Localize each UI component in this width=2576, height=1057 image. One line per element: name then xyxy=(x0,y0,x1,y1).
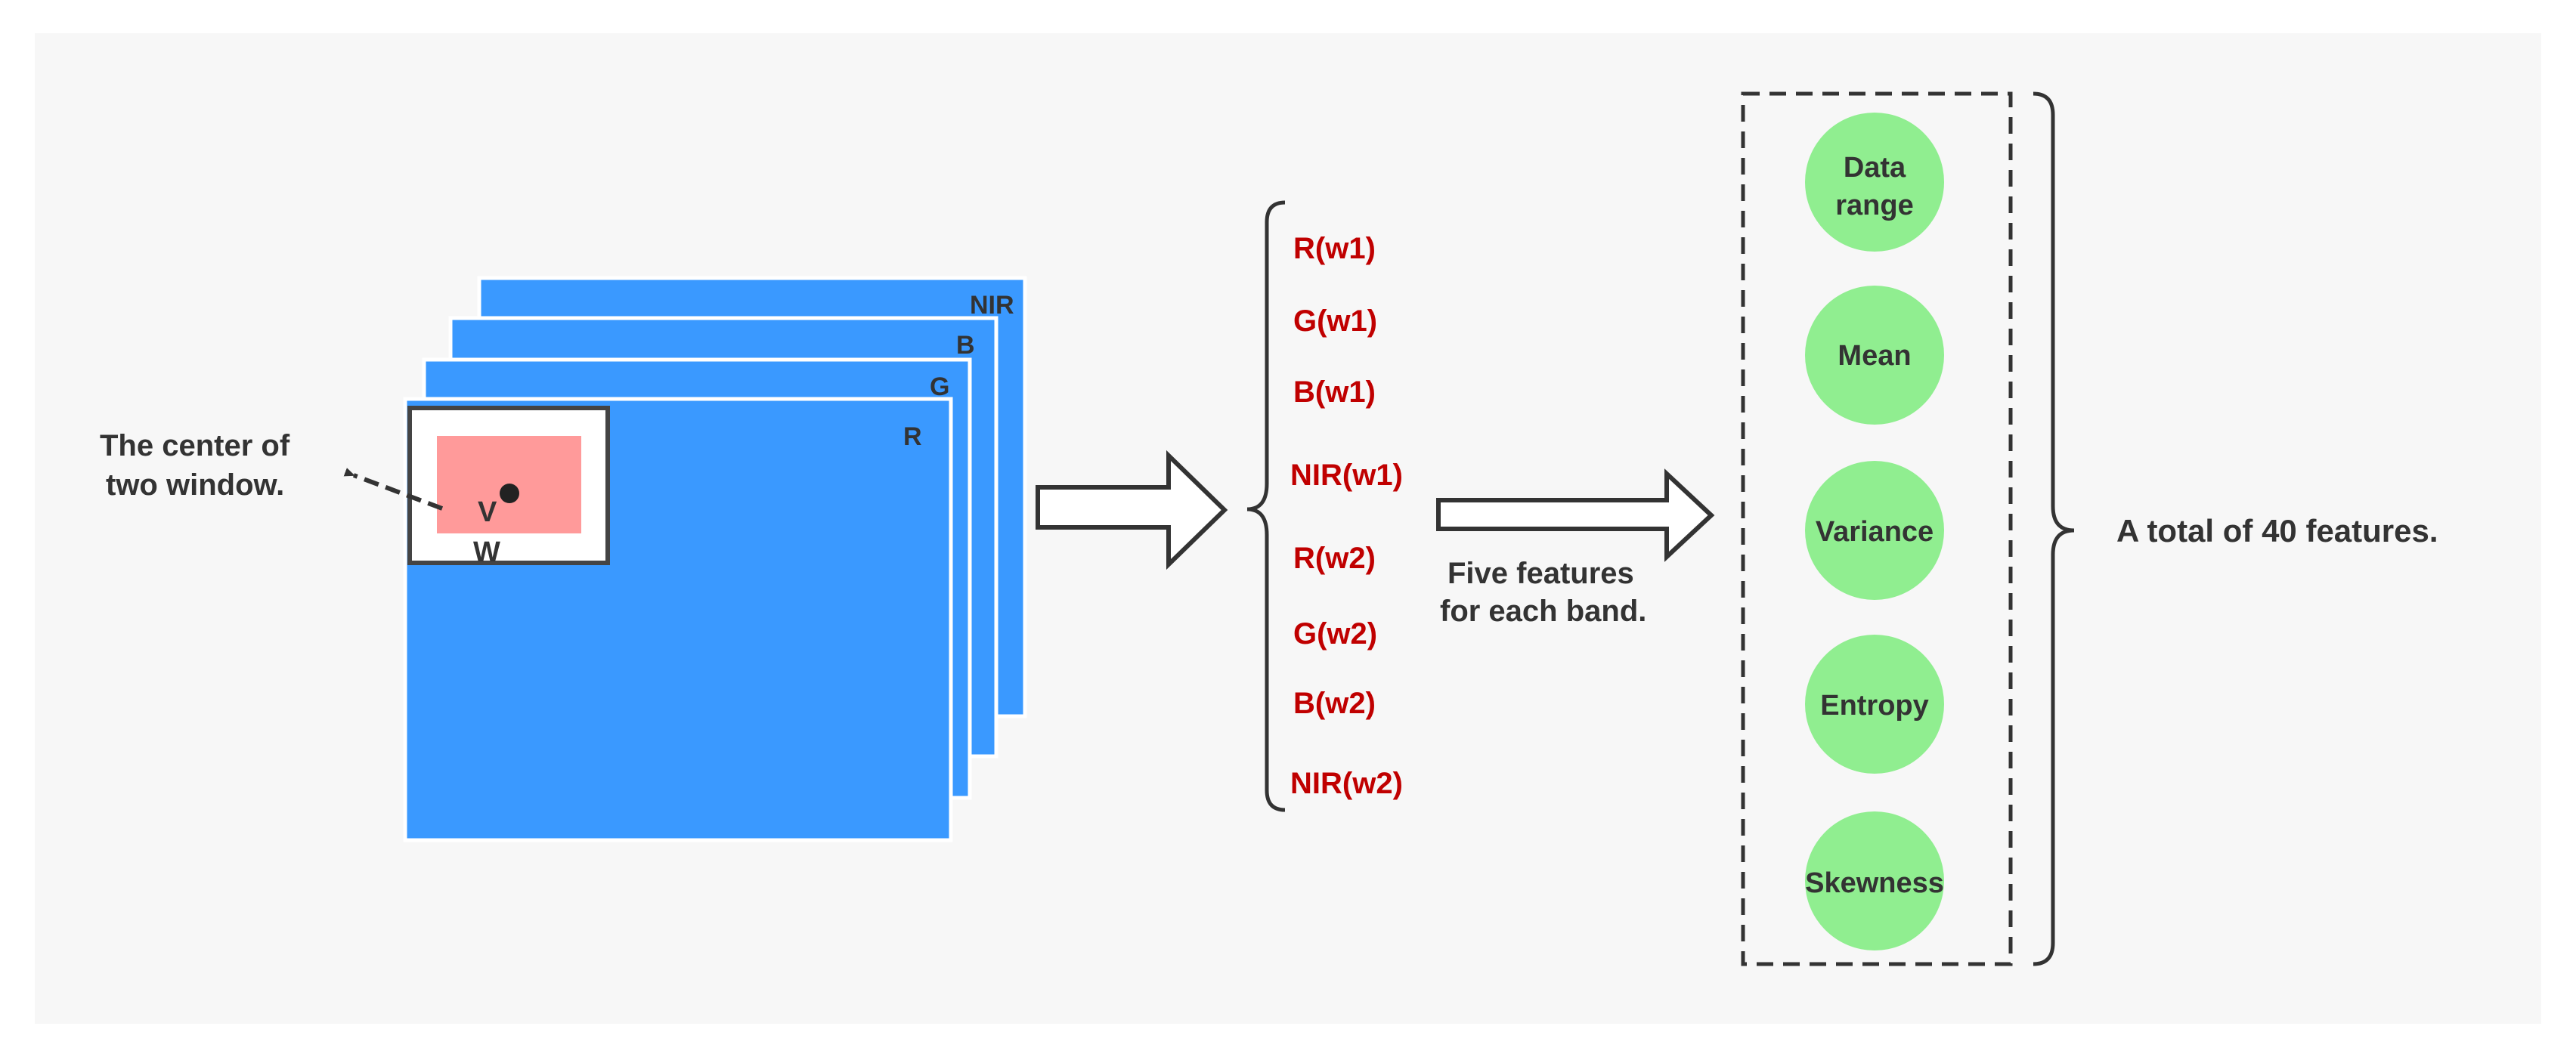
dashed-arrow-icon xyxy=(343,468,444,511)
feature-circle-mean: Mean xyxy=(1805,286,1944,425)
feature-circle xyxy=(1805,811,1944,950)
feature-label: range xyxy=(1835,190,1913,221)
band-feature-item: NIR(w2) xyxy=(1290,767,1403,800)
center-note-line2: two window. xyxy=(106,468,284,502)
right-block-arrow-icon xyxy=(1036,450,1228,570)
feature-circle-entropy: Entropy xyxy=(1805,635,1944,774)
feature-group-box xyxy=(1741,91,2013,966)
band-label-r: R xyxy=(903,422,922,451)
band-label-b: B xyxy=(956,331,975,360)
center-note-line1: The center of xyxy=(100,429,290,462)
window-center-dot xyxy=(500,484,519,503)
total-features-note: A total of 40 features. xyxy=(2116,513,2438,549)
feature-label: Data xyxy=(1844,152,1906,184)
feature-circle-skewness: Skewness xyxy=(1805,811,1944,950)
feature-circle-variance: Variance xyxy=(1805,461,1944,600)
curly-brace-icon xyxy=(1246,200,1286,812)
five-features-note-line2: for each band. xyxy=(1440,595,1646,628)
band-feature-item: R(w1) xyxy=(1293,232,1376,265)
band-label-g: G xyxy=(930,372,949,401)
band-feature-item: R(w2) xyxy=(1293,542,1376,575)
outer-window-label: W xyxy=(473,536,500,568)
feature-label: Mean xyxy=(1838,340,1911,372)
curly-brace-icon xyxy=(2033,91,2075,966)
feature-circle xyxy=(1805,113,1944,252)
window-w: V W xyxy=(407,406,610,568)
band-stack: NIR B G R xyxy=(403,276,1027,842)
feature-circle xyxy=(1805,286,1944,425)
band-label-nir: NIR xyxy=(970,291,1014,320)
band-feature-item: B(w2) xyxy=(1293,687,1376,720)
band-feature-item: G(w2) xyxy=(1293,617,1377,651)
band-feature-list: R(w1) G(w1) B(w1) NIR(w1) R(w2) G(w2) B(… xyxy=(1290,232,1403,800)
feature-circle xyxy=(1805,635,1944,774)
feature-label: Skewness xyxy=(1805,867,1944,899)
feature-circle xyxy=(1805,461,1944,600)
feature-label: Entropy xyxy=(1820,690,1929,722)
inner-window-label: V xyxy=(478,496,497,528)
feature-label: Variance xyxy=(1816,516,1934,548)
band-feature-item: NIR(w1) xyxy=(1290,459,1403,492)
band-feature-item: B(w1) xyxy=(1293,376,1376,409)
feature-circle-data-range: Data range xyxy=(1805,113,1944,252)
right-block-arrow-icon xyxy=(1436,468,1715,562)
band-feature-item: G(w1) xyxy=(1293,304,1377,338)
five-features-note-line1: Five features xyxy=(1447,557,1634,590)
